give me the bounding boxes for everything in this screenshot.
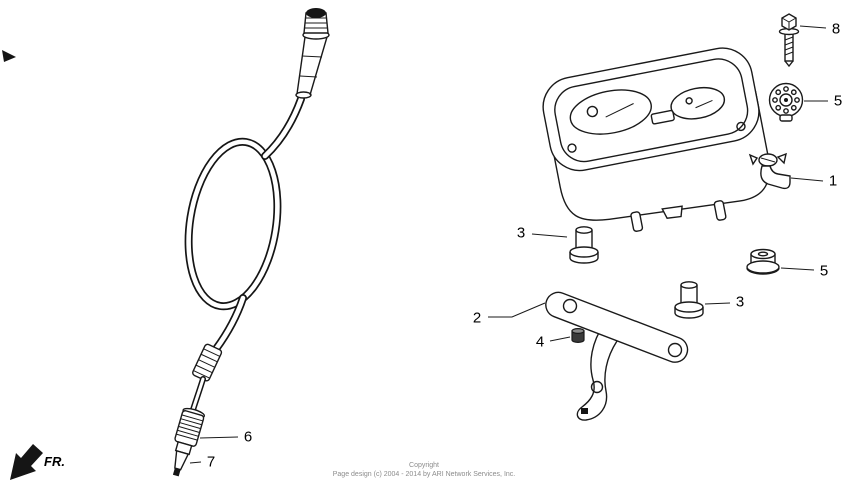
- gauge-pivot-right: [685, 97, 693, 105]
- cable-ferrule: [192, 343, 223, 382]
- leader-3-lower: [704, 302, 731, 305]
- callout-3-upper[interactable]: 3: [517, 225, 525, 242]
- unit-rim: [554, 58, 749, 163]
- bracket-hole-right: [667, 342, 683, 358]
- speedometer-unit: [542, 47, 771, 232]
- callout-4[interactable]: 4: [536, 334, 544, 351]
- clamp-wing-right: [776, 152, 787, 165]
- damper-upper: [569, 226, 599, 264]
- cable-upper-connector: [295, 8, 330, 99]
- callout-7[interactable]: 7: [207, 454, 215, 471]
- damper-flange: [569, 246, 599, 258]
- clamp-bracket: [760, 165, 791, 190]
- leader-4: [549, 336, 571, 342]
- gauge-window-left: [569, 89, 652, 135]
- grommet-lower: [746, 248, 780, 275]
- callout-2[interactable]: 2: [473, 310, 481, 327]
- mount-bolt: [778, 13, 800, 68]
- nut-center-hole: [779, 93, 793, 107]
- connector-tip-end: [172, 468, 181, 477]
- leader-8: [799, 25, 827, 29]
- unit-stud-left: [630, 211, 644, 232]
- callout-labels: 8 5 1 5 3 3 2 4 6 7: [207, 21, 842, 471]
- callout-8[interactable]: 8: [832, 21, 840, 38]
- front-direction-marker: FR.: [10, 444, 65, 480]
- leader-7: [189, 461, 202, 464]
- speedometer-cable: [172, 8, 330, 477]
- damper-lower: [674, 281, 704, 319]
- callout-5-lower[interactable]: 5: [820, 263, 828, 280]
- bracket-arm: [545, 291, 689, 363]
- odometer-window: [650, 109, 675, 125]
- cable-lower-connector: [172, 407, 206, 477]
- callout-1[interactable]: 1: [829, 173, 837, 190]
- grommet-flange: [746, 260, 780, 274]
- leader-5-lower: [780, 267, 815, 271]
- face-screw-left: [567, 143, 577, 153]
- grommet-top: [750, 248, 776, 260]
- gauge-window-right: [670, 86, 726, 120]
- bracket-bushing: [571, 328, 585, 343]
- nut-base-tab: [779, 114, 793, 122]
- damper-top: [680, 281, 698, 289]
- gauge-pivot-left: [586, 105, 599, 118]
- unit-side-clamp: [748, 152, 791, 190]
- fr-arrow-icon: [10, 444, 43, 480]
- copyright-block: Copyright Page design (c) 2004 - 2014 by…: [333, 462, 516, 478]
- leader-1: [790, 177, 824, 182]
- mount-bracket: [545, 291, 689, 421]
- connector-tip: [174, 449, 190, 471]
- bracket-lower-lobe: [576, 322, 618, 421]
- grommet-hole: [757, 251, 769, 257]
- leader-2: [488, 302, 546, 318]
- bracket-hook-tip: [581, 408, 588, 414]
- leader-6: [199, 436, 239, 439]
- damper-base: [674, 312, 704, 319]
- gauge-needle-right: [695, 99, 713, 109]
- damper-flange: [674, 301, 704, 313]
- face-screw-right: [736, 121, 746, 132]
- damper-top: [575, 226, 593, 234]
- cable-loop: [184, 137, 282, 311]
- connector-end-cap: [306, 8, 326, 18]
- copyright-line1: Copyright: [409, 462, 439, 469]
- bolt-tip: [784, 60, 794, 68]
- bracket-hole-left: [562, 298, 578, 314]
- clamp-wing-left: [748, 153, 759, 166]
- unit-stud-right: [713, 200, 727, 221]
- leader-3-upper: [531, 233, 568, 238]
- callout-3-lower[interactable]: 3: [736, 294, 744, 311]
- callout-6[interactable]: 6: [244, 429, 252, 446]
- leader-lines: [189, 25, 828, 464]
- copyright-line2: Page design (c) 2004 - 2014 by ARI Netwo…: [333, 471, 516, 478]
- fr-label: FR.: [44, 454, 65, 469]
- callout-5-upper[interactable]: 5: [834, 93, 842, 110]
- bracket-hole-lower: [590, 380, 604, 394]
- stray-mark: [2, 50, 16, 62]
- gauge-needle-left: [605, 103, 634, 118]
- unit-tab: [661, 205, 683, 219]
- knurled-nut-upper: [768, 82, 804, 122]
- grommet-base: [746, 267, 780, 275]
- damper-base: [569, 257, 599, 264]
